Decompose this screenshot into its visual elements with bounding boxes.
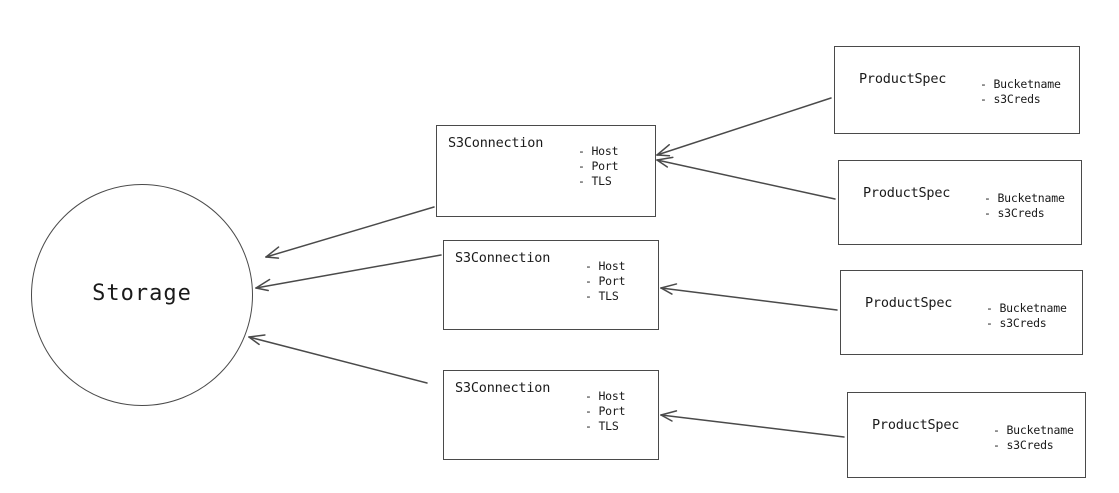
product-spec-node-1[interactable]: ProductSpec - Bucketname - s3Creds xyxy=(834,46,1080,134)
node-attribute: - s3Creds xyxy=(986,316,1047,330)
s3conn-1-to-storage xyxy=(265,206,435,259)
node-title: S3Connection xyxy=(455,250,551,266)
node-attribute-list: - Host - Port - TLS xyxy=(585,389,626,434)
node-attribute: - Bucketname xyxy=(984,191,1065,205)
node-attribute: - s3Creds xyxy=(980,92,1041,106)
productspec-2-to-s3conn-1 xyxy=(656,156,836,200)
product-spec-node-4[interactable]: ProductSpec - Bucketname - s3Creds xyxy=(847,392,1086,478)
node-attribute-list: - Host - Port - TLS xyxy=(585,259,626,304)
node-attribute-list: - Bucketname - s3Creds xyxy=(980,77,1061,107)
node-attribute: - Bucketname xyxy=(993,423,1074,437)
storage-node[interactable]: Storage xyxy=(31,184,253,406)
node-attribute: - TLS xyxy=(585,289,619,303)
node-attribute-list: - Bucketname - s3Creds xyxy=(984,191,1065,221)
node-title: ProductSpec xyxy=(859,71,947,87)
node-attribute: - Port xyxy=(585,274,626,288)
s3-connection-node-1[interactable]: S3Connection - Host - Port - TLS xyxy=(436,125,656,217)
node-attribute: - Bucketname xyxy=(980,77,1061,91)
s3conn-2-to-storage xyxy=(255,254,442,292)
node-attribute: - Bucketname xyxy=(986,301,1067,315)
product-spec-node-3[interactable]: ProductSpec - Bucketname - s3Creds xyxy=(840,270,1083,355)
node-attribute: - Host xyxy=(578,144,619,158)
node-attribute: - s3Creds xyxy=(984,206,1045,220)
productspec-1-to-s3conn-1 xyxy=(656,97,832,157)
s3-connection-node-2[interactable]: S3Connection - Host - Port - TLS xyxy=(443,240,659,330)
node-attribute: - Host xyxy=(585,259,626,273)
productspec-3-to-s3conn-2 xyxy=(660,283,838,311)
node-attribute: - TLS xyxy=(585,419,619,433)
node-attribute: - s3Creds xyxy=(993,438,1054,452)
node-attribute: - TLS xyxy=(578,174,612,188)
storage-label: Storage xyxy=(92,281,192,306)
node-attribute: - Port xyxy=(585,404,626,418)
node-attribute-list: - Bucketname - s3Creds xyxy=(993,423,1074,453)
node-attribute-list: - Bucketname - s3Creds xyxy=(986,301,1067,331)
productspec-4-to-s3conn-3 xyxy=(660,410,845,438)
node-attribute-list: - Host - Port - TLS xyxy=(578,144,619,189)
node-attribute: - Host xyxy=(585,389,626,403)
s3-connection-node-3[interactable]: S3Connection - Host - Port - TLS xyxy=(443,370,659,460)
node-title: ProductSpec xyxy=(872,417,960,433)
node-title: ProductSpec xyxy=(865,295,953,311)
node-title: S3Connection xyxy=(455,380,551,396)
node-title: S3Connection xyxy=(448,135,544,151)
product-spec-node-2[interactable]: ProductSpec - Bucketname - s3Creds xyxy=(838,160,1082,245)
node-attribute: - Port xyxy=(578,159,619,173)
node-title: ProductSpec xyxy=(863,185,951,201)
s3conn-3-to-storage xyxy=(248,334,428,384)
